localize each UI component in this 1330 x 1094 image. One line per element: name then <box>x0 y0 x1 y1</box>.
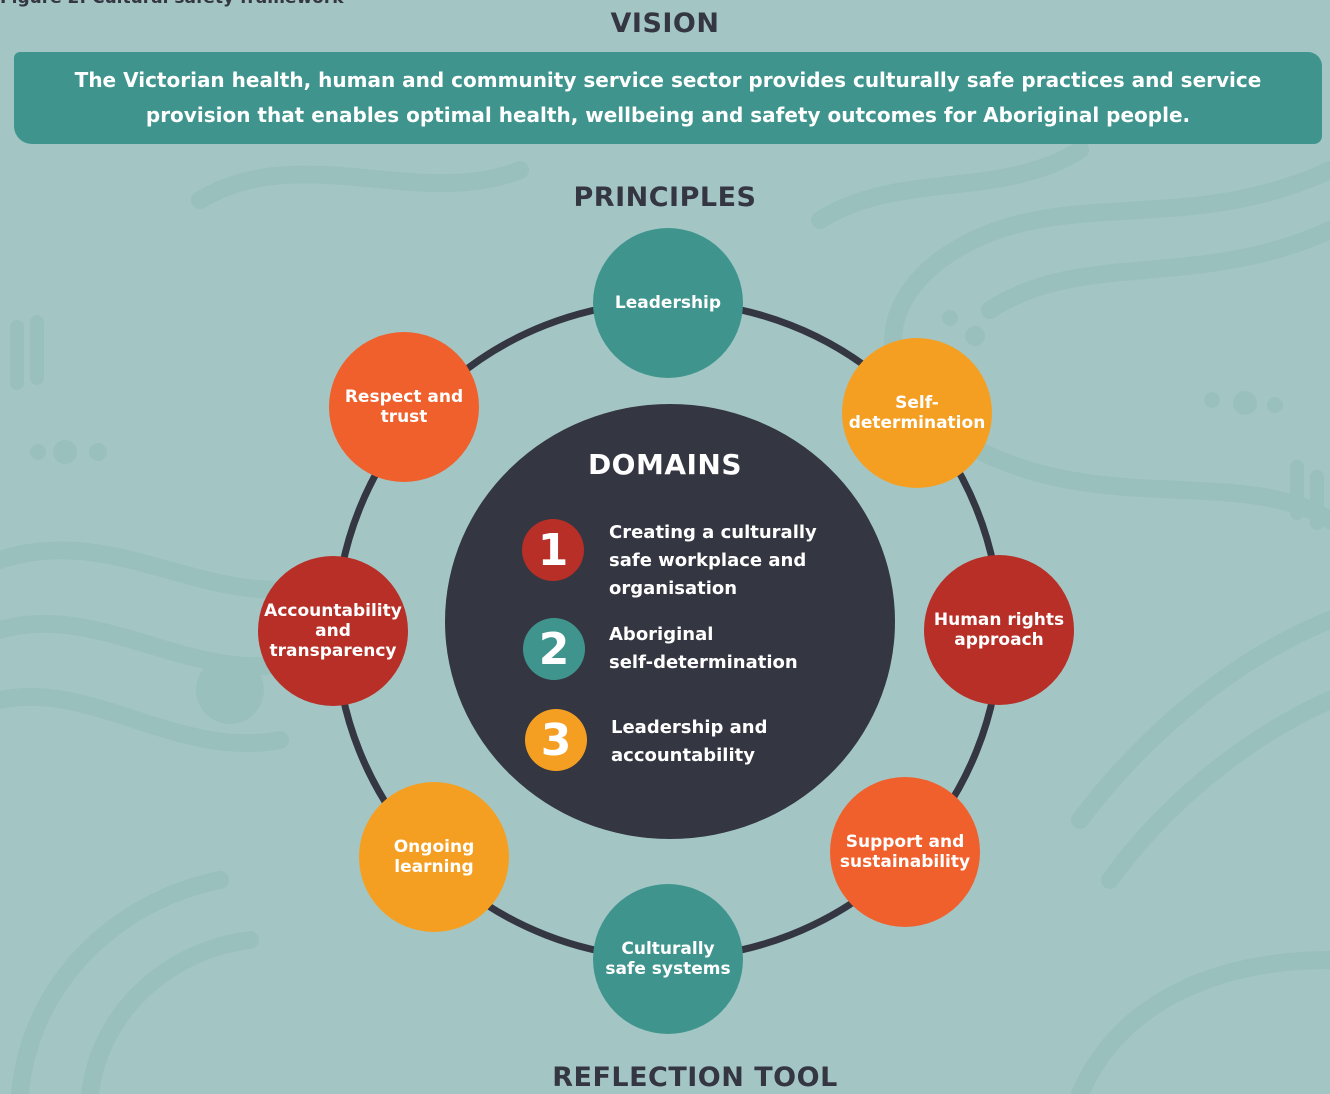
principle-self-determination: Self- determination <box>842 338 992 488</box>
vision-statement: The Victorian health, human and communit… <box>74 68 1262 127</box>
domain-text-1: Creating a culturally safe workplace and… <box>609 522 817 599</box>
vision-heading: VISION <box>610 8 720 39</box>
domain-number-2: 2 <box>523 618 585 680</box>
principle-leadership: Leadership <box>593 228 743 378</box>
principles-heading: PRINCIPLES <box>573 182 757 213</box>
domain-text-2: Aboriginal self-determination <box>609 624 798 673</box>
domain-text-3: Leadership and accountability <box>611 717 768 766</box>
vision-banner: The Victorian health, human and communit… <box>14 52 1322 144</box>
principle-human-rights-approach: Human rights approach <box>924 555 1074 705</box>
domains-circle <box>445 404 895 839</box>
principle-culturally-safe-systems: Culturally safe systems <box>593 884 743 1034</box>
domain-number-3: 3 <box>525 709 587 771</box>
domain-number-1: 1 <box>522 519 584 581</box>
principle-support-and-sustainability: Support and sustainability <box>830 777 980 927</box>
reflection-tool-heading: REFLECTION TOOL <box>552 1062 838 1093</box>
domains-heading: DOMAINS <box>587 448 743 481</box>
principle-accountability-and-transparency: Accountability and transparency <box>258 556 408 706</box>
principle-ongoing-learning: Ongoing learning <box>359 782 509 932</box>
principle-respect-and-trust: Respect and trust <box>329 332 479 482</box>
figure-caption: Figure 2: Cultural safety framework <box>0 0 344 8</box>
